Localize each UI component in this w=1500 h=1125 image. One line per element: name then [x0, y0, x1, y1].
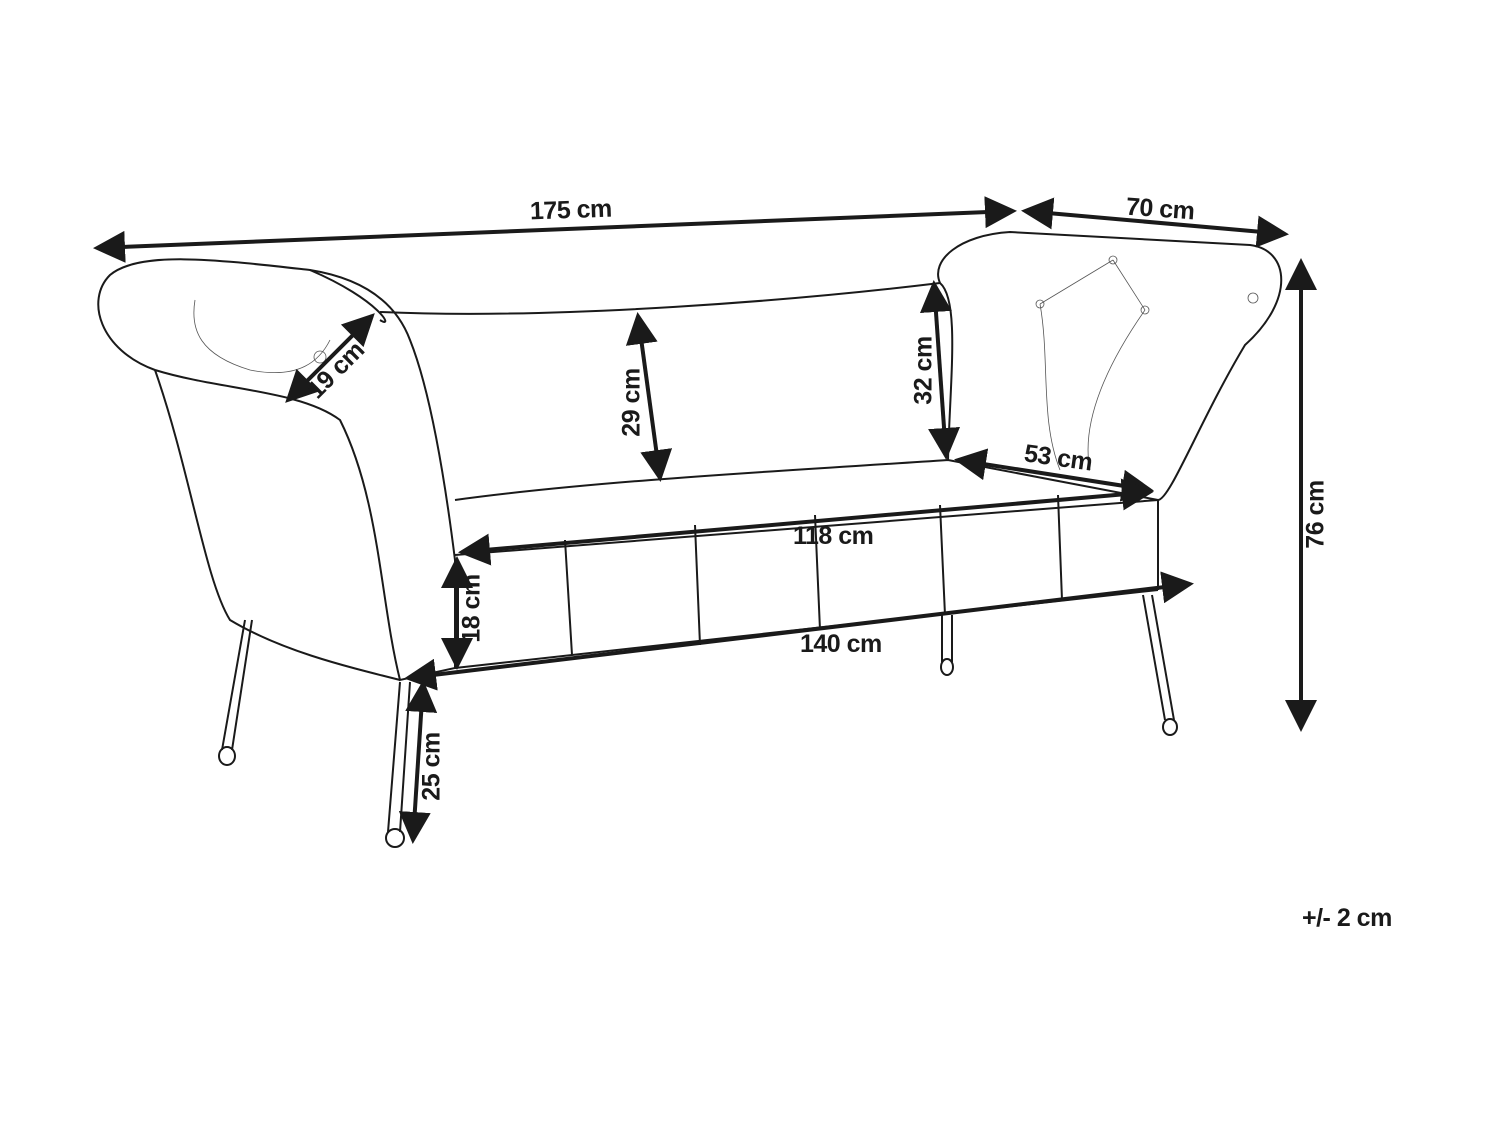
overall-width-label: 175 cm: [529, 194, 613, 226]
base-width-label: 140 cm: [800, 630, 882, 658]
dimension-arrows: [93, 196, 1317, 844]
overall-height-label: 76 cm: [1301, 480, 1330, 549]
tolerance-note: +/- 2 cm: [1302, 904, 1392, 932]
leg-height-label: 25 cm: [417, 732, 446, 801]
arm-height-label: 32 cm: [909, 336, 938, 405]
overall-depth-label: 70 cm: [1125, 192, 1196, 226]
bench-outline: [97, 230, 1283, 848]
seat-cushion-height-label: 18 cm: [457, 574, 486, 643]
backrest-height-label: 29 cm: [617, 368, 646, 437]
seat-width-label: 118 cm: [793, 522, 874, 550]
